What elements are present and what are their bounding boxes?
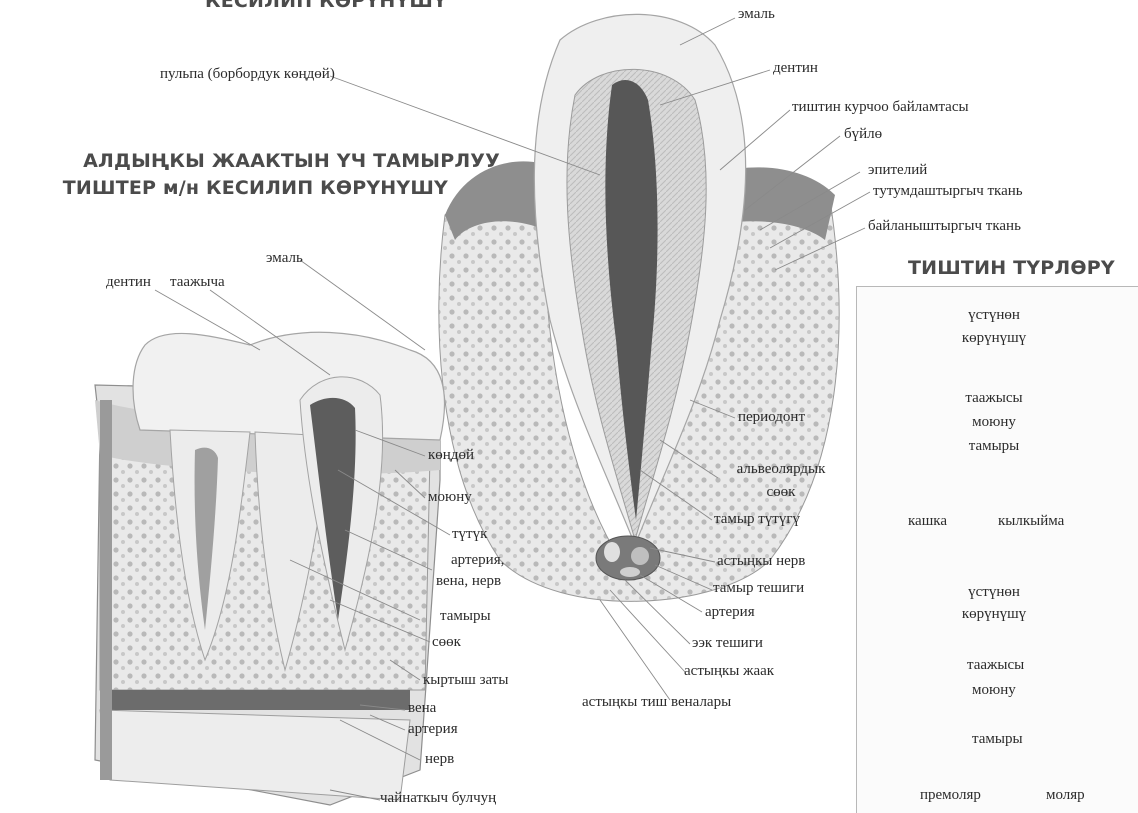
label-gum: бүйлө [844, 126, 882, 143]
label-molar: моляр [1046, 787, 1085, 804]
label-enamel-center: эмаль [738, 6, 775, 23]
label-top-view-1-line1: үстүнөн [944, 307, 1044, 324]
label-periodontium: периодонт [738, 409, 805, 426]
label-crown-left: таажыча [170, 274, 225, 291]
label-artery-left: артерия [408, 721, 458, 738]
label-root-foramen: тамыр тешиги [713, 580, 804, 597]
label-alveolar-line2: сөөк [718, 484, 844, 501]
label-premolar: премоляр [920, 787, 981, 804]
label-fang: кашка [908, 513, 947, 530]
label-lower-veins: астыңкы тиш веналары [582, 694, 731, 711]
label-connective-tissue: тутумдаштыргыч ткань [873, 183, 1023, 200]
label-top-view-2-line1: үстүнөн [944, 584, 1044, 601]
label-dentin-center: дентин [773, 60, 818, 77]
label-dentin-left: дентин [106, 274, 151, 291]
label-epithelium: эпителий [868, 162, 927, 179]
label-canal: түтүк [452, 526, 487, 543]
label-crown-1: таажысы [944, 390, 1044, 407]
label-roots-1: тамыры [944, 438, 1044, 455]
label-neck-2: моюну [972, 682, 1016, 699]
molar-enamel-shape [133, 332, 445, 440]
label-crown-2: таажысы [967, 657, 1024, 674]
label-neck-1: моюну [944, 414, 1044, 431]
label-lower-jaw: астыңкы жаак [684, 663, 774, 680]
label-jaw-foramen: ээк тешиги [692, 635, 763, 652]
heading-front-teeth-line1: АЛДЫҢКЫ ЖААКТЫН ҮЧ ТАМЫРЛУУ [83, 149, 500, 174]
label-neck-left: моюну [428, 489, 472, 506]
label-lower-nerve: астыңкы нерв [717, 553, 805, 570]
label-vein-left: вена [408, 700, 436, 717]
label-top-view-2-line2: көрүнүшү [944, 606, 1044, 623]
heading-front-teeth-line2: ТИШТЕР м/н КЕСИЛИП КӨРҮНҮШҮ [63, 176, 448, 201]
label-incisor: кылкыйма [998, 513, 1064, 530]
label-alveolar-line1: альвеолярдык [718, 461, 844, 478]
label-nerve-left: нерв [425, 751, 454, 768]
label-bone-left: сөөк [432, 634, 461, 651]
jaw-block-section [95, 332, 445, 805]
label-roots-2: тамыры [972, 731, 1023, 748]
label-artery-center: артерия [705, 604, 755, 621]
label-enamel-left: эмаль [266, 250, 303, 267]
label-avn-line1: артерия, [451, 552, 504, 569]
label-cavity: көңдөй [428, 447, 474, 464]
heading-top-cut: КЕСИЛИП КӨРҮНҮШҮ [205, 0, 447, 14]
label-spongy: кыртыш заты [423, 672, 508, 689]
label-roots-left: тамыры [440, 608, 491, 625]
jaw-lower-muscle [100, 710, 410, 800]
label-root-canal: тамыр түтүгү [714, 511, 800, 528]
heading-tooth-types: ТИШТИН ТҮРЛӨРҮ [908, 256, 1115, 281]
jaw-canal-band [110, 690, 410, 710]
label-circular-ligament: тиштин курчоо байламтасы [792, 99, 969, 116]
label-pulp: пульпа (борбордук көңдөй) [160, 66, 335, 83]
label-binding-tissue: байланыштыргыч ткань [868, 218, 1021, 235]
label-avn-line2: вена, нерв [436, 573, 501, 590]
label-top-view-1-line2: көрүнүшү [944, 330, 1044, 347]
label-masseter: чайнаткыч булчуң [380, 790, 496, 807]
